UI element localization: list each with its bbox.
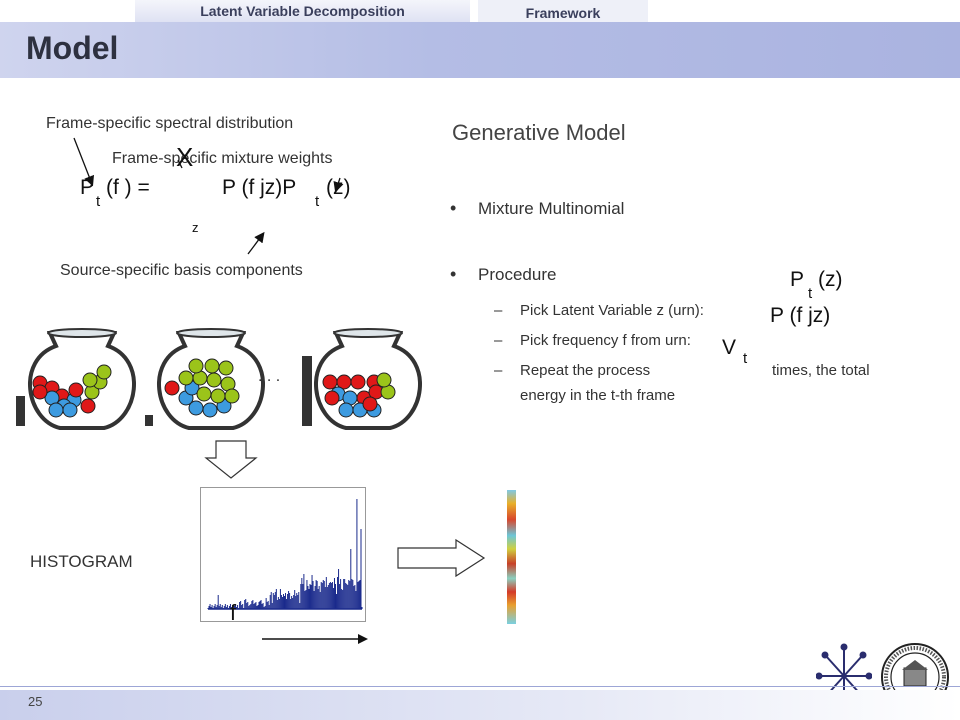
urn-rim-2: [176, 328, 246, 338]
annotation-basis-components: Source-specific basis components: [60, 262, 303, 279]
histogram-plot: [200, 487, 366, 622]
bullet-marker-2: •: [450, 264, 457, 284]
sub-pick-frequency: Pick frequency f from urn:: [520, 332, 691, 349]
arrow-basis: [247, 231, 265, 255]
urn-3-bar: [302, 356, 312, 426]
bullet-marker-1: •: [450, 198, 457, 218]
arrow-weights: [333, 177, 344, 193]
frequency-axis-arrow: [262, 634, 368, 644]
equation-rhs-term: P (f jz)P: [222, 176, 297, 199]
urn-2-ball: [206, 372, 222, 388]
math-vt: V: [722, 336, 737, 359]
generative-model-heading: Generative Model: [452, 120, 626, 145]
urn-3-ball: [376, 372, 392, 388]
equation-rhs-subscript: t: [315, 193, 320, 210]
urn-2-ball: [218, 360, 234, 376]
equation-lhs-subscript: t: [96, 193, 101, 210]
arrow-spectral: [73, 137, 95, 187]
urn-1-bar: [16, 396, 25, 426]
math-pt-subscript: t: [808, 285, 813, 302]
urn-rim-1: [47, 328, 117, 338]
sub-pick-latent-variable: Pick Latent Variable z (urn):: [520, 302, 704, 319]
urn-2-ball: [188, 400, 204, 416]
sub-repeat-process: Repeat the process: [520, 362, 651, 379]
footer-line: [0, 686, 960, 687]
annotation-mixture-weights: Frame-specific mixture weights: [112, 150, 333, 167]
urn-ellipsis: . . .: [258, 368, 281, 385]
sub-dash-3: –: [494, 362, 503, 379]
sub-energy-frame: energy in the t-th frame: [520, 387, 676, 404]
section-tab-framework[interactable]: Framework: [478, 0, 648, 22]
sub-times-total: times, the total: [772, 362, 870, 379]
footer-band: [0, 690, 960, 720]
urn-2-ball: [178, 370, 194, 386]
urn-3-ball: [350, 374, 366, 390]
urn-1-ball: [62, 402, 78, 418]
urn-1-ball: [96, 364, 112, 380]
urn-3-ball: [322, 374, 338, 390]
math-pt-p: P: [790, 268, 805, 291]
slide-number: 25: [28, 694, 43, 709]
sub-dash-2: –: [494, 332, 503, 349]
arrow-weights-stem: [177, 159, 183, 169]
urn-2-ball: [164, 380, 180, 396]
title-band: [0, 22, 960, 78]
urn-3-ball: [338, 402, 354, 418]
urn-1-ball: [82, 372, 98, 388]
urn-2-ball: [202, 402, 218, 418]
urn-2-ball: [224, 388, 240, 404]
equation-lhs-argument: (f ) =: [106, 176, 150, 199]
urn-3-ball: [362, 396, 378, 412]
math-vt-subscript: t: [743, 350, 748, 367]
urn-2-ball: [204, 358, 220, 374]
right-arrow-icon: [397, 538, 486, 578]
urn-3-ball: [324, 390, 340, 406]
urn-1-ball: [80, 398, 96, 414]
down-arrow-icon: [204, 440, 258, 479]
page-title: Model: [26, 30, 119, 66]
urn-2-bar: [145, 415, 153, 426]
urn-2-ball: [196, 386, 212, 402]
urn-2-ball: [188, 358, 204, 374]
urn-1-ball: [48, 402, 64, 418]
urn-rim-3: [333, 328, 403, 338]
bullet-mixture-multinomial: Mixture Multinomial: [478, 199, 625, 218]
sub-dash-1: –: [494, 302, 503, 319]
math-pt-argument: (z): [818, 268, 843, 291]
histogram-label: HISTOGRAM: [30, 552, 133, 571]
math-pfz: P (f jz): [770, 304, 831, 327]
section-tab-latent-variable-decomposition[interactable]: Latent Variable Decomposition: [135, 0, 470, 22]
bullet-procedure: Procedure: [478, 265, 557, 284]
spectrogram-frame: [507, 490, 516, 624]
urn-1-ball: [32, 384, 48, 400]
urn-1-ball: [68, 382, 84, 398]
equation-sum-index: z: [192, 220, 199, 235]
urn-2-ball: [210, 388, 226, 404]
annotation-spectral-distribution: Frame-specific spectral distribution: [46, 115, 294, 132]
frequency-axis-label: f: [230, 600, 237, 625]
